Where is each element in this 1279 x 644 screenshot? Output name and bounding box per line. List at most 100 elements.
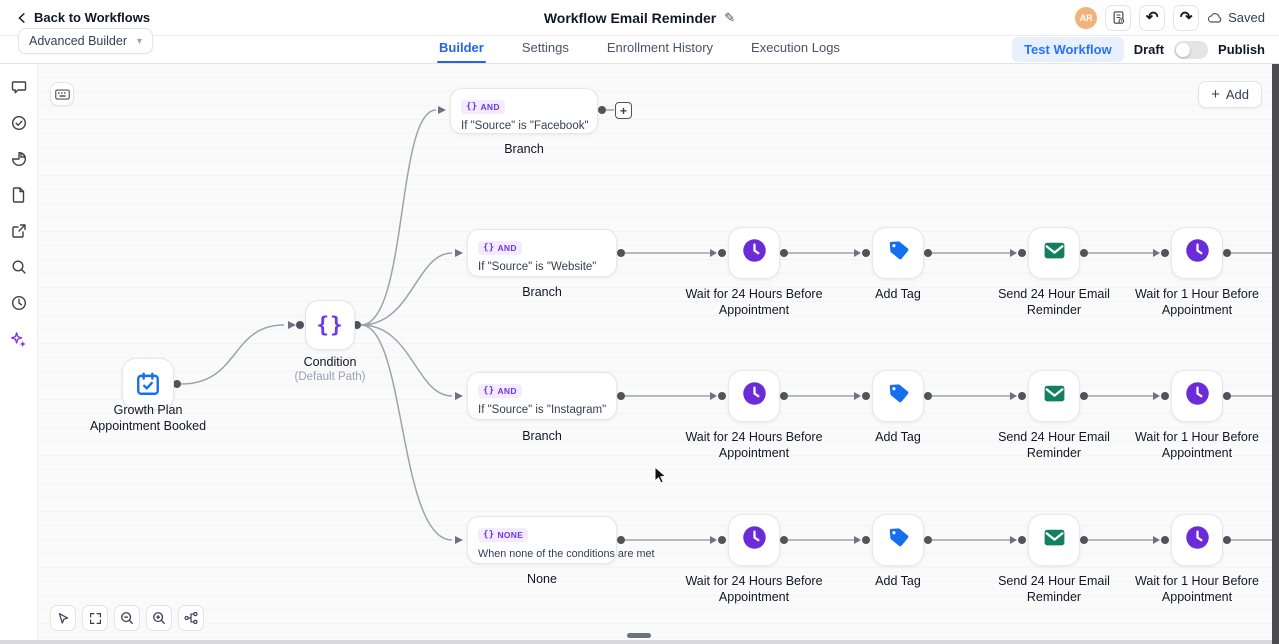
- cursor-icon: [58, 612, 68, 624]
- check-circle-icon[interactable]: [8, 112, 30, 134]
- keyboard-shortcuts-button[interactable]: [50, 82, 74, 106]
- ai-sparkles-icon[interactable]: [8, 328, 30, 350]
- toolbar-right: Test Workflow Draft Publish: [1012, 37, 1265, 62]
- avatar[interactable]: AR: [1075, 6, 1098, 29]
- action-node-tag-r2[interactable]: [872, 370, 924, 422]
- zoom-out-icon: [121, 612, 133, 624]
- email-icon: [1042, 381, 1067, 411]
- keyboard-icon: [54, 88, 70, 100]
- add-action-button[interactable]: + Add: [1198, 81, 1262, 108]
- action-node-clock-r3[interactable]: [728, 514, 780, 566]
- chevron-left-icon: [18, 12, 25, 23]
- braces-icon: {}: [466, 102, 478, 112]
- document-icon[interactable]: [8, 184, 30, 206]
- braces-icon: {}: [483, 243, 495, 253]
- branch-badge: {}NONE: [478, 528, 529, 542]
- comments-icon[interactable]: [8, 76, 30, 98]
- edit-title-icon[interactable]: ✎: [724, 9, 736, 25]
- clock-icon: [1184, 237, 1211, 269]
- action-node-clock-r3[interactable]: [1171, 514, 1223, 566]
- trigger-node[interactable]: [122, 358, 174, 410]
- action-node-clock-r1[interactable]: [728, 227, 780, 279]
- versions-button[interactable]: [1105, 4, 1132, 31]
- select-tool-button[interactable]: [50, 605, 76, 631]
- back-label: Back to Workflows: [34, 10, 151, 25]
- email-icon: [1042, 525, 1067, 555]
- action-node-email-r1[interactable]: [1028, 227, 1080, 279]
- clock-icon: [1184, 524, 1211, 556]
- action-label: Add Tag: [875, 574, 921, 588]
- clock-icon: [1185, 526, 1209, 549]
- bottom-scrollbar-track: [0, 640, 1279, 644]
- clock-icon: [741, 237, 768, 269]
- toggle-knob: [1176, 42, 1191, 57]
- trigger-label: Growth Plan Appointment Booked: [89, 403, 207, 433]
- test-workflow-button[interactable]: Test Workflow: [1012, 37, 1124, 62]
- tab-bar: Builder Settings Enrollment History Exec…: [0, 36, 1279, 63]
- branch-node-none[interactable]: {}NONE When none of the conditions are m…: [467, 516, 654, 564]
- branch-node-facebook[interactable]: {}AND If "Source" is "Facebook": [450, 88, 598, 134]
- calendar-check-icon: [137, 372, 159, 395]
- publish-toggle[interactable]: [1174, 40, 1209, 59]
- clock-icon: [742, 239, 766, 262]
- action-node-clock-r1[interactable]: [1171, 227, 1223, 279]
- email-icon: [1042, 238, 1067, 268]
- left-sidebar: [0, 64, 38, 644]
- plus-icon: +: [1211, 86, 1220, 103]
- branch-badge: {}AND: [478, 241, 522, 255]
- action-label: Add Tag: [875, 430, 921, 444]
- search-icon[interactable]: [8, 256, 30, 278]
- action-node-tag-r1[interactable]: [872, 227, 924, 279]
- fit-view-button[interactable]: [82, 605, 108, 631]
- branch-label: Branch: [504, 142, 544, 156]
- add-step-plus-button[interactable]: +: [615, 102, 632, 119]
- branch-node-website[interactable]: {}AND If "Source" is "Website": [467, 229, 617, 277]
- braces-icon: {}: [483, 530, 495, 540]
- branch-badge: {}AND: [461, 100, 505, 114]
- action-node-tag-r3[interactable]: [872, 514, 924, 566]
- history-icon[interactable]: [8, 292, 30, 314]
- undo-icon: ↶: [1145, 9, 1159, 26]
- back-to-workflows-button[interactable]: Back to Workflows: [16, 10, 150, 25]
- redo-button[interactable]: ↷: [1173, 4, 1200, 31]
- tab-builder[interactable]: Builder: [437, 36, 486, 63]
- condition-node[interactable]: {}: [305, 300, 355, 350]
- tag-icon: [886, 381, 911, 411]
- builder-toolbar: Advanced Builder ▾ Builder Settings Enro…: [0, 28, 1279, 64]
- horizontal-scrollbar-thumb[interactable]: [627, 633, 651, 638]
- zoom-in-button[interactable]: [146, 605, 172, 631]
- cloud-icon: [1208, 12, 1222, 23]
- tab-settings[interactable]: Settings: [521, 40, 569, 55]
- builder-mode-dropdown[interactable]: Advanced Builder ▾: [18, 28, 154, 54]
- tag-icon: [889, 528, 908, 547]
- chevron-down-icon: ▾: [136, 35, 143, 47]
- email-icon: [1044, 385, 1064, 402]
- branch-label: Branch: [522, 429, 562, 443]
- vertical-scrollbar[interactable]: [1272, 64, 1279, 644]
- action-node-email-r3[interactable]: [1028, 514, 1080, 566]
- external-link-icon[interactable]: [8, 220, 30, 242]
- clock-icon: [741, 524, 768, 556]
- branch-node-instagram[interactable]: {}AND If "Source" is "Instagram": [467, 372, 617, 420]
- zoom-out-button[interactable]: [114, 605, 140, 631]
- tab-execution-logs[interactable]: Execution Logs: [751, 40, 840, 55]
- workflow-title: Workflow Email Reminder: [543, 9, 717, 26]
- tab-enrollment-history[interactable]: Enrollment History: [606, 40, 714, 55]
- pie-chart-icon[interactable]: [8, 148, 30, 170]
- workflow-canvas[interactable]: + Add Growth Plan Appointment Booked {} …: [0, 64, 1279, 644]
- action-node-clock-r2[interactable]: [728, 370, 780, 422]
- clock-icon: [742, 382, 766, 405]
- auto-layout-button[interactable]: [178, 605, 204, 631]
- action-node-clock-r2[interactable]: [1171, 370, 1223, 422]
- branch-label: Branch: [522, 285, 562, 299]
- canvas-tools: [50, 605, 204, 631]
- action-node-email-r2[interactable]: [1028, 370, 1080, 422]
- undo-button[interactable]: ↶: [1139, 4, 1166, 31]
- clock-icon: [742, 526, 766, 549]
- flow-layout-icon: [184, 611, 198, 625]
